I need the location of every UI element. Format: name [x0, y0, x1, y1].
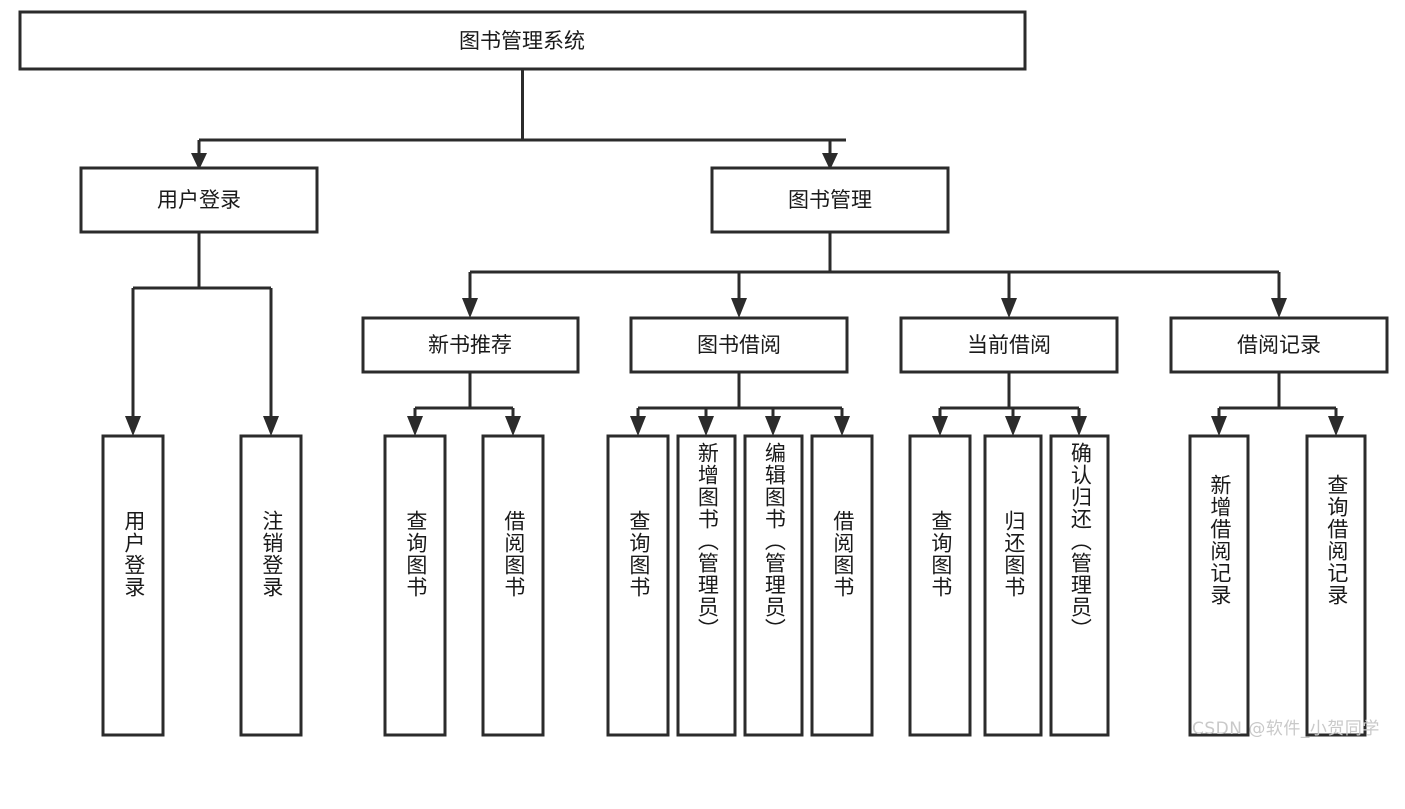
node-new-book-recommend[interactable]: 新书推荐 — [361, 316, 580, 374]
leaf-box-query-book-cur — [908, 434, 972, 737]
node-root-label: 图书管理系统 — [459, 29, 585, 53]
functional-structure-diagram: 图书管理系统 用户登录 图书管理 新书推荐 图书借阅 当前借阅 借阅记录 — [18, 10, 1389, 739]
leaf-box-query-book-brw — [606, 434, 670, 737]
tree-diagram-svg: 图书管理系统 用户登录 图书管理 新书推荐 图书借阅 当前借阅 借阅记录 — [18, 10, 1389, 737]
node-user-login-label: 用户登录 — [157, 188, 241, 212]
csdn-watermark: CSDN @软件_小贺同学 — [1192, 719, 1380, 739]
leaf-box-borrow-book-rec — [481, 434, 545, 737]
leaf-box-confirm-return — [1049, 434, 1110, 737]
node-book-borrow-label: 图书借阅 — [697, 333, 781, 357]
leaf-node-boxes — [101, 434, 1367, 737]
leaf-box-return-book — [983, 434, 1043, 737]
leaf-box-edit-book — [743, 434, 804, 737]
leaf-box-logout — [239, 434, 303, 737]
node-borrow-record[interactable]: 借阅记录 — [1169, 316, 1389, 374]
node-current-borrow[interactable]: 当前借阅 — [899, 316, 1119, 374]
node-current-borrow-label: 当前借阅 — [967, 333, 1051, 357]
node-book-management-label: 图书管理 — [788, 188, 872, 212]
node-new-book-recommend-label: 新书推荐 — [428, 333, 512, 357]
node-root-system[interactable]: 图书管理系统 — [18, 10, 1027, 71]
leaf-box-user-login — [101, 434, 165, 737]
leaf-box-borrow-book-brw — [810, 434, 874, 737]
leaf-box-add-record — [1188, 434, 1250, 737]
leaf-box-query-book-rec — [383, 434, 447, 737]
leaf-box-add-book — [676, 434, 737, 737]
node-user-login[interactable]: 用户登录 — [79, 166, 319, 234]
leaf-box-query-record — [1305, 434, 1367, 737]
node-book-borrow[interactable]: 图书借阅 — [629, 316, 849, 374]
node-book-management[interactable]: 图书管理 — [710, 166, 950, 234]
node-borrow-record-label: 借阅记录 — [1237, 333, 1321, 357]
connector-lines — [125, 69, 1344, 436]
